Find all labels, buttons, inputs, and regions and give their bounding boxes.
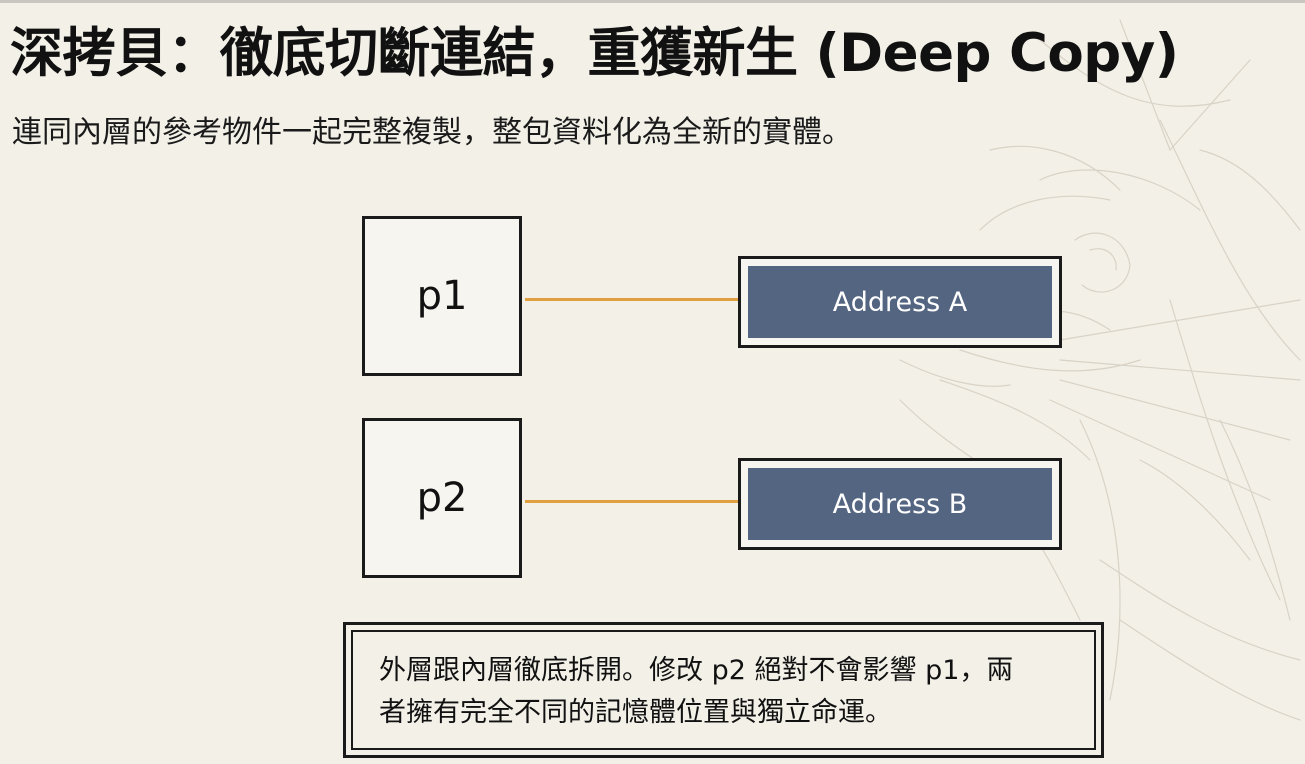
page-title: 深拷貝：徹底切斷連結，重獲新生 (Deep Copy) — [10, 23, 1179, 84]
variable-box-p2: p2 — [362, 418, 522, 578]
address-label-a: Address A — [748, 266, 1052, 338]
address-label-b: Address B — [748, 468, 1052, 540]
variable-label-p2: p2 — [416, 475, 468, 521]
note-box-inner: 外層跟內層徹底拆開。修改 p2 絕對不會影響 p1，兩 者擁有完全不同的記憶體位… — [351, 630, 1096, 750]
top-edge — [0, 0, 1305, 3]
note-line-2: 者擁有完全不同的記憶體位置與獨立命運。 — [379, 697, 892, 728]
connector-line-p2 — [525, 500, 740, 503]
variable-box-p1: p1 — [362, 216, 522, 376]
note-box: 外層跟內層徹底拆開。修改 p2 絕對不會影響 p1，兩 者擁有完全不同的記憶體位… — [343, 622, 1104, 758]
page-subtitle: 連同內層的參考物件一起完整複製，整包資料化為全新的實體。 — [12, 115, 852, 150]
variable-label-p1: p1 — [416, 273, 468, 319]
address-box-b: Address B — [738, 458, 1062, 550]
note-line-1: 外層跟內層徹底拆開。修改 p2 絕對不會影響 p1，兩 — [379, 655, 1014, 686]
connector-line-p1 — [525, 298, 740, 301]
address-box-a: Address A — [738, 256, 1062, 348]
